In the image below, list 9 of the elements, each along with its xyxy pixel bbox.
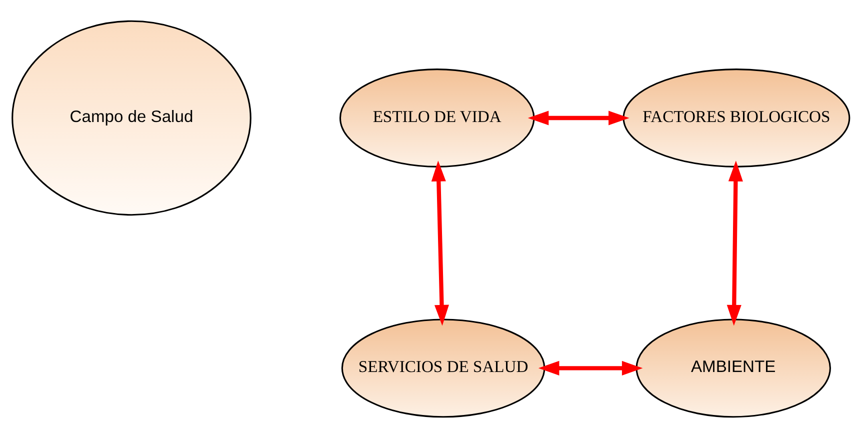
node-ellipse: Campo de Salud	[12, 20, 252, 216]
arrow	[538, 360, 643, 376]
node-ellipse: ESTILO DE VIDA	[339, 68, 535, 168]
arrow	[431, 160, 449, 326]
arrow	[726, 160, 743, 326]
arrow	[528, 110, 630, 126]
node-ellipse: FACTORES BIOLOGICOS	[622, 68, 850, 168]
node-ellipse: AMBIENTE	[636, 318, 831, 418]
node-ellipse: SERVICIOS DE SALUD	[341, 318, 546, 418]
